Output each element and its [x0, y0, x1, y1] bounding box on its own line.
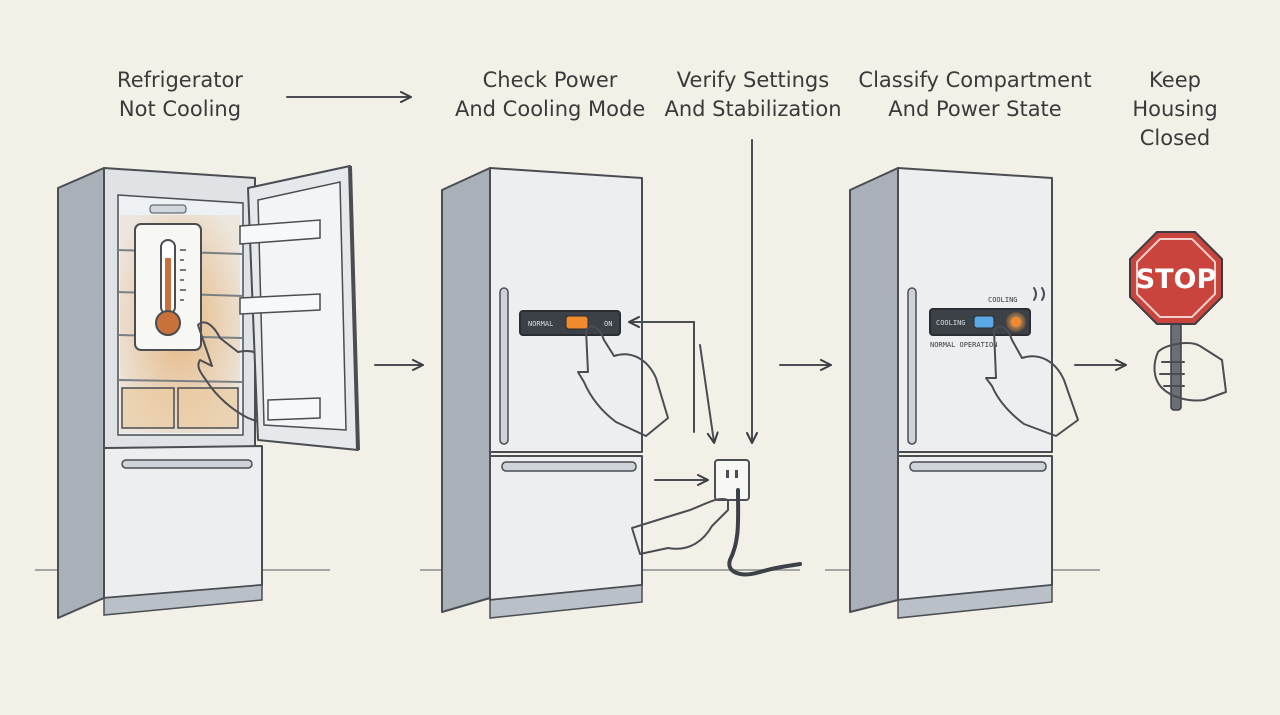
stop-text: STOP [1136, 264, 1217, 295]
heat-lines-icon [1033, 287, 1045, 301]
hand-icon [1153, 342, 1227, 402]
power-cord [727, 488, 802, 577]
mode-switch [565, 315, 589, 330]
hand-icon [631, 498, 729, 555]
thermometer-icon [155, 239, 186, 336]
panel-on-text: ON [604, 320, 612, 328]
verification-arrows [628, 139, 758, 486]
hand-icon [985, 325, 1079, 437]
outlet-icon [714, 459, 750, 501]
stop-sign: STOP [1129, 231, 1227, 411]
led-blue-icon [973, 315, 995, 329]
fridge-check-power: NORMAL ON [441, 167, 802, 619]
panel-mode-text: NORMAL [528, 320, 553, 328]
fridge-open-warm [57, 165, 360, 619]
panel-normal-caption: NORMAL OPERATION [930, 341, 997, 349]
panel-cooling-text: COOLING [936, 319, 966, 327]
panel-cooling-caption: COOLING [988, 296, 1018, 304]
fridge-classify-state: COOLING COOLING NORMAL OPERATION [849, 167, 1079, 619]
hand-icon [577, 325, 669, 437]
